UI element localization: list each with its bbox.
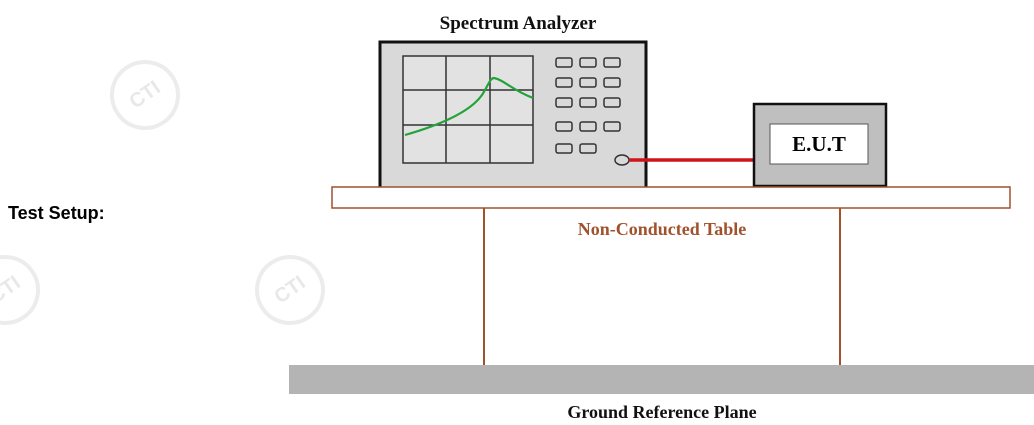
table-top: [331, 186, 1011, 209]
table-label: Non-Conducted Table: [578, 219, 747, 239]
analyzer-screen: [402, 55, 534, 164]
rf-input-connector: [614, 154, 630, 166]
ground-label: Ground Reference Plane: [567, 402, 756, 422]
analyzer-label: Spectrum Analyzer: [440, 13, 597, 34]
ground-reference-plane: [289, 365, 1034, 394]
eut-device: E.U.T: [752, 102, 888, 188]
spectrum-analyzer: [378, 40, 648, 190]
eut-label: E.U.T: [792, 132, 846, 156]
non-conducted-table: Non-Conducted Table: [331, 186, 1011, 365]
analyzer-buttons: [555, 57, 621, 154]
spectrum-trace: [404, 76, 534, 137]
test-setup-label: Test Setup:: [8, 203, 105, 223]
